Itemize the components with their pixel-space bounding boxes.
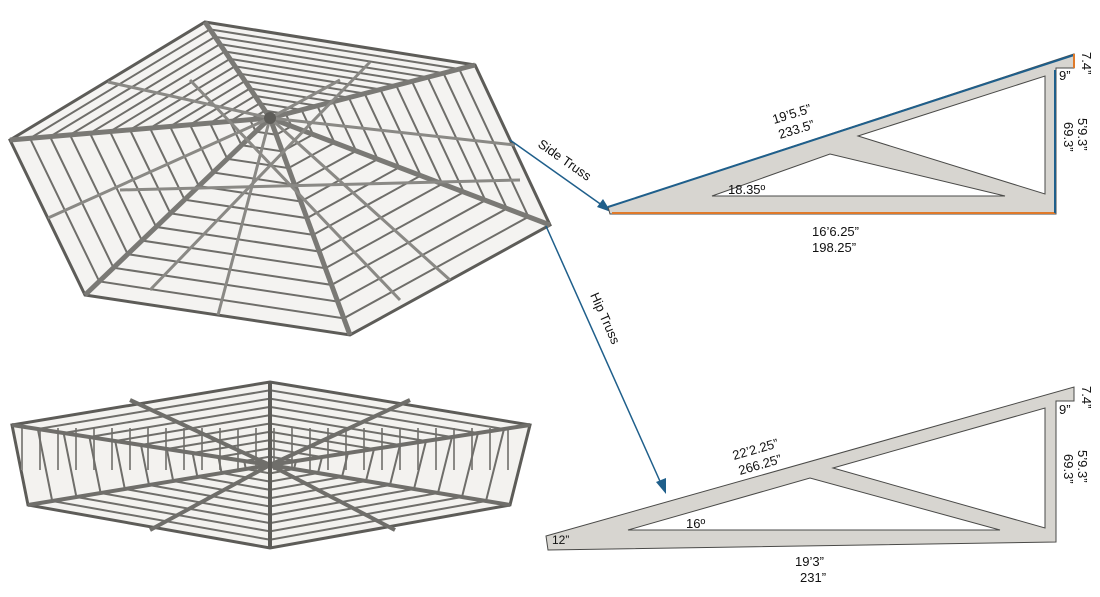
hip-truss-body <box>545 386 1075 551</box>
roof-frame-top-view <box>8 20 552 337</box>
side-truss-angle: 18.35º <box>728 182 766 197</box>
hip-truss-callout: Hip Truss <box>545 225 666 494</box>
hip-truss-tail: 12” <box>552 533 569 547</box>
peak-hub-top <box>264 112 276 124</box>
side-truss-heel-top: 7.4” <box>1079 52 1094 74</box>
side-truss-elevation: 19’5.5” 233.5” 18.35º 16’6.25” 198.25” 7… <box>607 52 1094 255</box>
side-truss-bottom-ft: 16’6.25” <box>812 224 859 239</box>
side-truss-panel-right <box>856 75 1046 195</box>
hip-truss-angle: 16º <box>686 516 705 531</box>
hip-truss-panel-right <box>831 407 1046 529</box>
hip-truss-heel-offset: 9” <box>1059 402 1071 417</box>
hip-truss-bottom-ft: 19’3” <box>795 554 824 569</box>
side-truss-height-ft: 5’9.3” <box>1075 118 1090 151</box>
hip-truss-elevation: 22’2.25” 266.25” 16º 12” 19’3” 231” 7.4”… <box>545 386 1094 585</box>
hip-truss-height-ft: 5’9.3” <box>1075 450 1090 483</box>
side-truss-arrow <box>509 139 607 209</box>
hip-truss-arrow <box>545 225 664 489</box>
hip-truss-arrowhead <box>656 478 666 494</box>
side-truss-label: Side Truss <box>535 136 594 184</box>
side-truss-heel-offset: 9” <box>1059 68 1071 83</box>
side-truss-arrowhead <box>597 199 611 212</box>
rafters-side <box>11 382 531 548</box>
hip-truss-label: Hip Truss <box>587 290 623 347</box>
hip-rafters-top <box>9 20 551 336</box>
roof-frame-side-view <box>10 380 532 550</box>
side-truss-height-in: 69.3” <box>1061 122 1076 152</box>
hip-truss-panel-left <box>627 477 1001 531</box>
side-truss-top-chord-highlight <box>607 54 1075 208</box>
side-truss-panel-left <box>711 153 1006 197</box>
hip-truss-bottom-in: 231” <box>800 570 826 585</box>
hip-truss-heel-top: 7.4” <box>1079 386 1094 408</box>
hip-truss-height-in: 69.3” <box>1061 454 1076 484</box>
side-truss-bottom-in: 198.25” <box>812 240 856 255</box>
webs-top <box>47 60 521 316</box>
